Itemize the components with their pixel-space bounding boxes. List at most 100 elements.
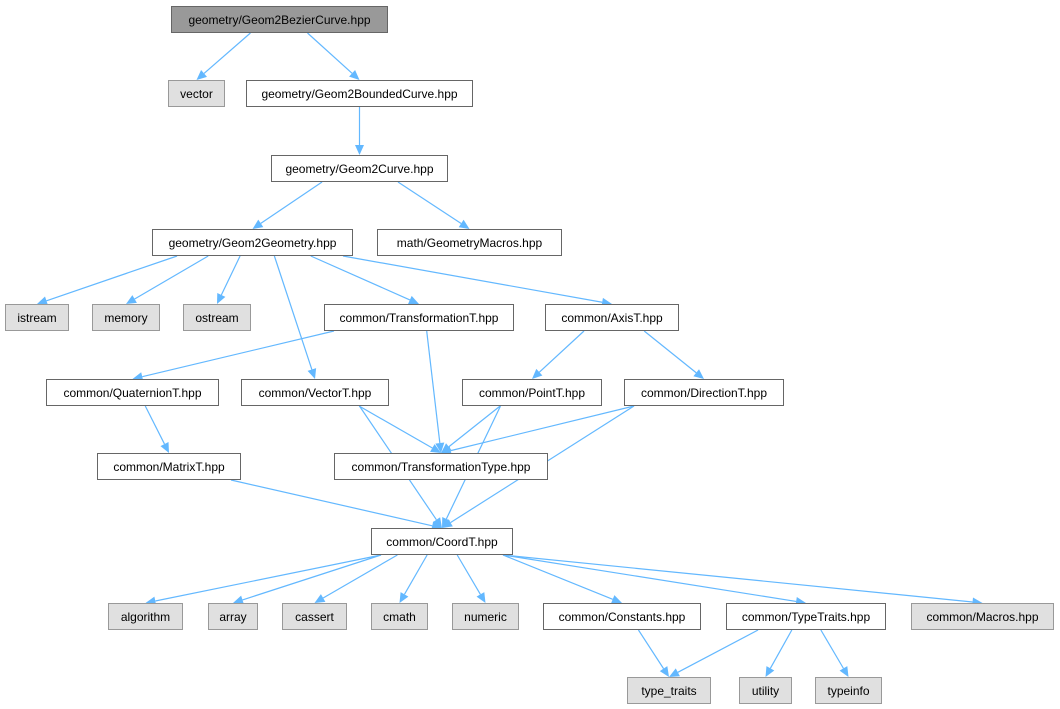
arrowhead-icon (669, 668, 680, 677)
arrowhead-icon (126, 295, 137, 304)
arrowhead-icon (314, 594, 326, 603)
node-cassert: cassert (282, 603, 347, 630)
edge-geometry-to-memory (126, 255, 209, 304)
edge-bezier-to-bounded (307, 32, 360, 80)
arrowhead-icon (430, 444, 441, 453)
node-typeinfo: typeinfo (815, 677, 882, 704)
node-label: array (219, 609, 247, 624)
node-label: geometry/Geom2BoundedCurve.hpp (261, 86, 458, 101)
edge-geometry-to-ostream (217, 255, 241, 304)
edge-geometry-to-axisT (342, 255, 612, 307)
edge-geometry-to-istream (37, 255, 178, 306)
arrowhead-icon (532, 368, 543, 379)
edge-constants-to-type_traits (637, 629, 669, 677)
arrowhead-icon (435, 442, 445, 453)
node-label: common/DirectionT.hpp (640, 385, 768, 400)
arrowhead-icon (458, 219, 470, 229)
node-ostream: ostream (183, 304, 251, 331)
node-geometry[interactable]: geometry/Geom2Geometry.hpp (152, 229, 353, 256)
node-axisT[interactable]: common/AxisT.hpp (545, 304, 679, 331)
arrowhead-icon (659, 666, 669, 677)
node-dirT[interactable]: common/DirectionT.hpp (624, 379, 784, 406)
node-label: geometry/Geom2Geometry.hpp (168, 235, 337, 250)
node-label: common/TransformationT.hpp (339, 310, 499, 325)
node-label: vector (180, 86, 213, 101)
node-label: common/Macros.hpp (926, 609, 1039, 624)
node-label: cmath (383, 609, 416, 624)
edge-bezier-to-vector (196, 32, 251, 80)
edge-coordT-to-cassert (314, 554, 398, 603)
node-bezier[interactable]: geometry/Geom2BezierCurve.hpp (171, 6, 388, 33)
node-array: array (208, 603, 258, 630)
node-bounded[interactable]: geometry/Geom2BoundedCurve.hpp (246, 80, 473, 107)
edge-vectorT-to-transType (358, 405, 441, 453)
node-label: common/MatrixT.hpp (113, 459, 225, 474)
arrowhead-icon (442, 518, 453, 528)
node-label: algorithm (120, 609, 171, 624)
edge-coordT-to-macros (502, 554, 983, 607)
node-gmacros[interactable]: math/GeometryMacros.hpp (377, 229, 562, 256)
arrowhead-icon (432, 517, 442, 528)
arrowhead-icon (252, 219, 264, 229)
node-typeTraits[interactable]: common/TypeTraits.hpp (726, 603, 886, 630)
node-utility: utility (739, 677, 792, 704)
arrowhead-icon (765, 666, 775, 677)
node-label: ostream (195, 310, 239, 325)
node-istream: istream (5, 304, 69, 331)
edge-transT-to-quatT (132, 330, 335, 382)
node-type_traits: type_traits (627, 677, 711, 704)
node-vectorT[interactable]: common/VectorT.hpp (241, 379, 389, 406)
edge-curve-to-gmacros (397, 181, 470, 229)
arrowhead-icon (233, 595, 244, 605)
arrowhead-icon (611, 595, 622, 604)
node-label: common/PointT.hpp (478, 385, 586, 400)
edge-geometry-to-transT (310, 255, 419, 305)
edge-transT-to-transType (426, 330, 445, 453)
edge-axisT-to-dirT (643, 330, 704, 379)
edge-coordT-to-array (233, 554, 382, 605)
edge-coordT-to-constants (502, 554, 622, 604)
node-label: type_traits (641, 683, 697, 698)
node-coordT[interactable]: common/CoordT.hpp (371, 528, 513, 555)
edge-curve-to-geometry (252, 181, 323, 229)
node-label: cassert (295, 609, 334, 624)
edge-matrixT-to-coordT (230, 479, 442, 531)
node-matrixT[interactable]: common/MatrixT.hpp (97, 453, 241, 480)
arrowhead-icon (217, 293, 226, 304)
arrowhead-icon (839, 666, 849, 677)
node-quatT[interactable]: common/QuaternionT.hpp (46, 379, 219, 406)
node-memory: memory (92, 304, 160, 331)
node-pointT[interactable]: common/PointT.hpp (462, 379, 602, 406)
node-label: common/TransformationType.hpp (351, 459, 531, 474)
arrowhead-icon (355, 145, 364, 155)
node-label: geometry/Geom2Curve.hpp (285, 161, 434, 176)
edge-bounded-to-curve (355, 107, 364, 155)
edge-coordT-to-cmath (399, 554, 428, 603)
node-label: memory (104, 310, 148, 325)
edge-quatT-to-matrixT (144, 405, 169, 453)
arrowhead-icon (160, 442, 169, 453)
node-curve[interactable]: geometry/Geom2Curve.hpp (271, 155, 448, 182)
edge-axisT-to-pointT (532, 330, 585, 379)
arrowhead-icon (408, 295, 419, 305)
arrowhead-icon (693, 369, 704, 379)
arrowhead-icon (441, 446, 452, 456)
node-transType[interactable]: common/TransformationType.hpp (334, 453, 548, 480)
node-label: common/Constants.hpp (558, 609, 686, 624)
node-vector: vector (168, 80, 225, 107)
node-constants[interactable]: common/Constants.hpp (543, 603, 701, 630)
edge-coordT-to-numeric (456, 554, 486, 603)
arrowhead-icon (132, 372, 144, 382)
node-label: istream (17, 310, 57, 325)
node-macros: common/Macros.hpp (911, 603, 1054, 630)
edge-typeTraits-to-typeinfo (820, 629, 849, 677)
edge-typeTraits-to-utility (765, 629, 793, 677)
node-label: geometry/Geom2BezierCurve.hpp (188, 12, 371, 27)
node-label: numeric (464, 609, 507, 624)
arrowhead-icon (476, 592, 486, 603)
node-label: common/QuaternionT.hpp (63, 385, 202, 400)
edge-dirT-to-transType (441, 405, 635, 456)
node-transT[interactable]: common/TransformationT.hpp (324, 304, 514, 331)
node-label: common/CoordT.hpp (386, 534, 498, 549)
